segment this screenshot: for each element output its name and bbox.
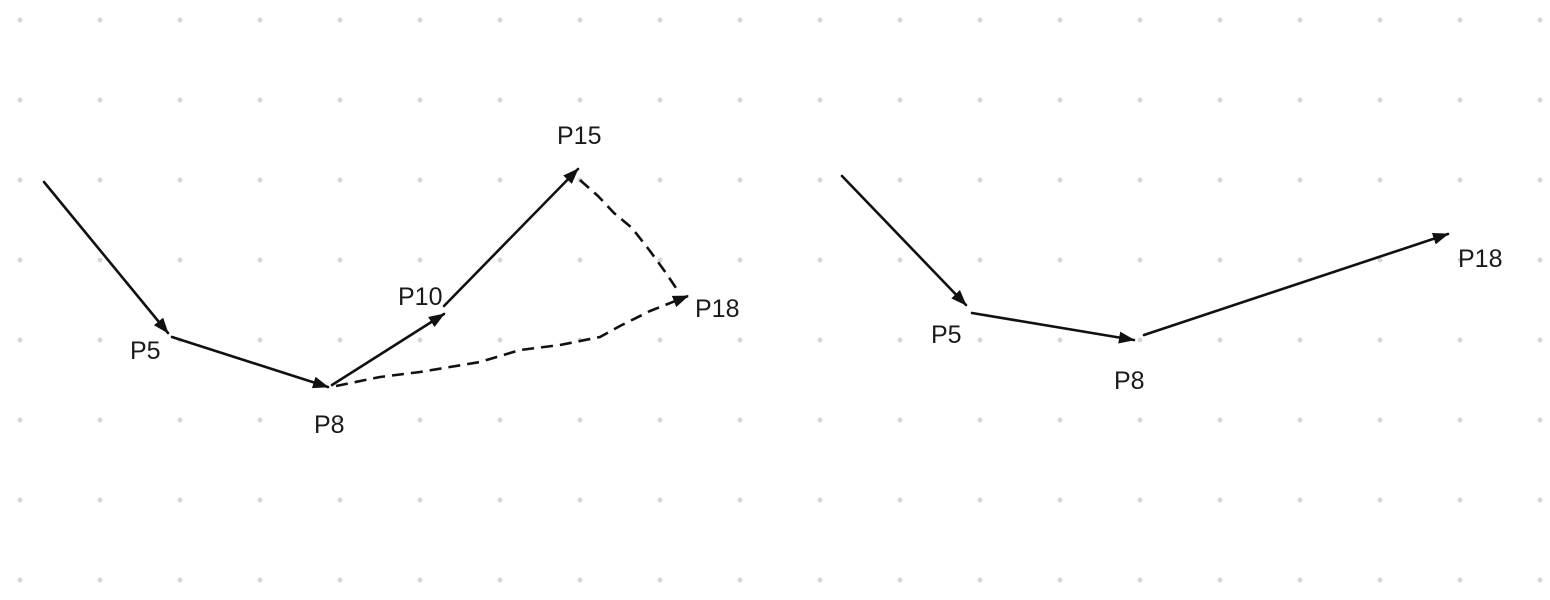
node-label-p18: P18 — [695, 295, 739, 323]
node-label-p15: P15 — [557, 122, 601, 150]
node-label-p8: P8 — [1114, 367, 1145, 395]
edge-start-to-p5 — [42, 180, 170, 335]
edge-p10-to-p15 — [442, 167, 580, 308]
edge-start-to-p5 — [840, 174, 968, 307]
node-label-p18: P18 — [1458, 245, 1502, 273]
edge-p5-to-p8 — [170, 335, 330, 389]
node-label-p5: P5 — [130, 337, 161, 365]
left-diagram: P5 P8 P10 P15 P18 — [42, 122, 739, 439]
edge-p8-to-p18-dashed — [335, 294, 689, 388]
edge-p8-to-p18 — [1142, 232, 1450, 337]
node-label-p8: P8 — [314, 411, 345, 439]
node-label-p10: P10 — [398, 283, 442, 311]
right-diagram: P5 P8 P18 — [840, 174, 1502, 395]
edge-p5-to-p8 — [970, 311, 1136, 344]
edge-p8-to-p10 — [330, 312, 446, 387]
node-label-p5: P5 — [931, 321, 962, 349]
edge-p15-to-p18-dashed — [579, 179, 680, 292]
